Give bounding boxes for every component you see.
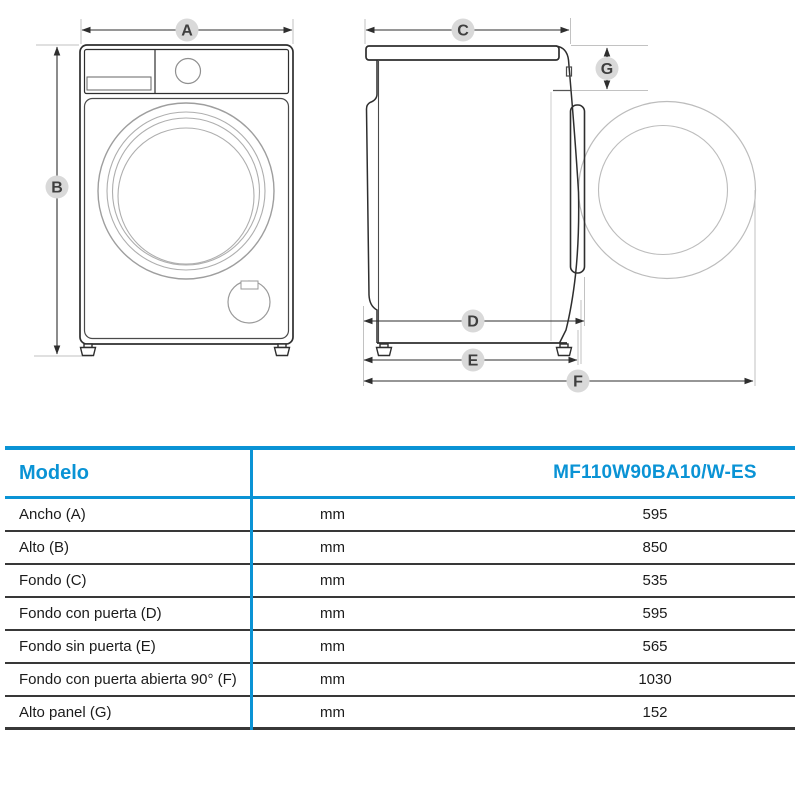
spec-value: 595: [642, 605, 668, 622]
dim-badge-a: [175, 18, 199, 42]
model-value: MF110W90BA10/W-ES: [553, 462, 757, 483]
spec-unit: mm: [320, 671, 345, 688]
dimension-depth-with-door-D: D: [363, 309, 585, 333]
dimension-width-A: A: [81, 18, 293, 42]
dim-label-a: A: [181, 23, 193, 40]
dimension-depth-without-door-E: E: [363, 348, 578, 372]
table-row: Alto panel (G) mm 152: [5, 697, 795, 730]
dim-label-f: F: [573, 374, 583, 391]
spec-unit: mm: [320, 605, 345, 622]
spec-label: Alto (B): [19, 539, 70, 556]
dimension-panel-G: G: [595, 47, 619, 90]
dim-label-b: B: [51, 180, 63, 197]
spec-unit: mm: [320, 572, 345, 589]
back-edge: [365, 60, 378, 343]
feet-front: [79, 343, 291, 357]
table-row: Fondo sin puerta (E) mm 565: [5, 631, 795, 664]
model-label: Modelo: [19, 461, 89, 484]
spec-unit: mm: [320, 703, 345, 721]
table-row: Ancho (A) mm 595: [5, 499, 795, 532]
front-edge: [555, 45, 580, 344]
dim-badge-d: [461, 309, 485, 333]
spec-unit: mm: [320, 638, 345, 655]
washing-machine-drawing: A B: [34, 18, 757, 393]
table-header-row: Modelo MF110W90BA10/W-ES: [5, 450, 795, 499]
spec-value: 152: [642, 703, 668, 721]
table-row: Fondo con puerta abierta 90° (F) mm 1030: [5, 664, 795, 697]
dim-label-d: D: [467, 314, 479, 331]
spec-value: 565: [642, 638, 668, 655]
spec-value: 850: [642, 539, 668, 556]
table-row: Fondo (C) mm 535: [5, 565, 795, 598]
top-lid: [365, 45, 560, 61]
front-view: A B: [34, 18, 294, 357]
door-front: [97, 102, 275, 280]
dim-label-g: G: [601, 61, 613, 78]
spec-value: 535: [642, 572, 668, 589]
dim-badge-b: [45, 175, 69, 199]
table-divider: [250, 450, 253, 730]
dim-badge-g: [595, 57, 619, 80]
spec-label: Fondo sin puerta (E): [19, 638, 156, 655]
dim-badge-c: [451, 18, 475, 42]
door-latch: [565, 66, 573, 77]
spec-value: 1030: [638, 671, 672, 688]
door-open-arc: [577, 100, 757, 280]
spec-value: 595: [642, 506, 668, 523]
door-side: [569, 104, 586, 274]
spec-unit: mm: [320, 506, 345, 523]
spec-label: Ancho (A): [19, 506, 86, 523]
dim-label-e: E: [468, 353, 479, 370]
dim-badge-f: [566, 369, 590, 393]
spec-label: Alto panel (G): [19, 703, 112, 721]
side-view: C G D E F: [363, 18, 757, 393]
spec-label: Fondo (C): [19, 572, 87, 589]
filter-door: [227, 280, 271, 324]
table-row: Alto (B) mm 850: [5, 532, 795, 565]
dimension-height-B: B: [45, 46, 69, 355]
dim-badge-e: [461, 348, 485, 372]
table-row: Fondo con puerta (D) mm 595: [5, 598, 795, 631]
spec-label: Fondo con puerta (D): [19, 605, 162, 622]
spec-table: Modelo MF110W90BA10/W-ES Ancho (A) mm 59…: [5, 446, 795, 730]
dimension-diagram: A B: [34, 18, 757, 393]
dimension-door-open-F: F: [363, 369, 754, 393]
spec-label: Fondo con puerta abierta 90° (F): [19, 671, 237, 688]
display-panel: [86, 76, 152, 91]
feet-side: [375, 343, 573, 357]
dim-label-c: C: [457, 23, 469, 40]
spec-unit: mm: [320, 539, 345, 556]
dimension-depth-C: C: [365, 18, 570, 42]
control-knob: [174, 57, 202, 85]
